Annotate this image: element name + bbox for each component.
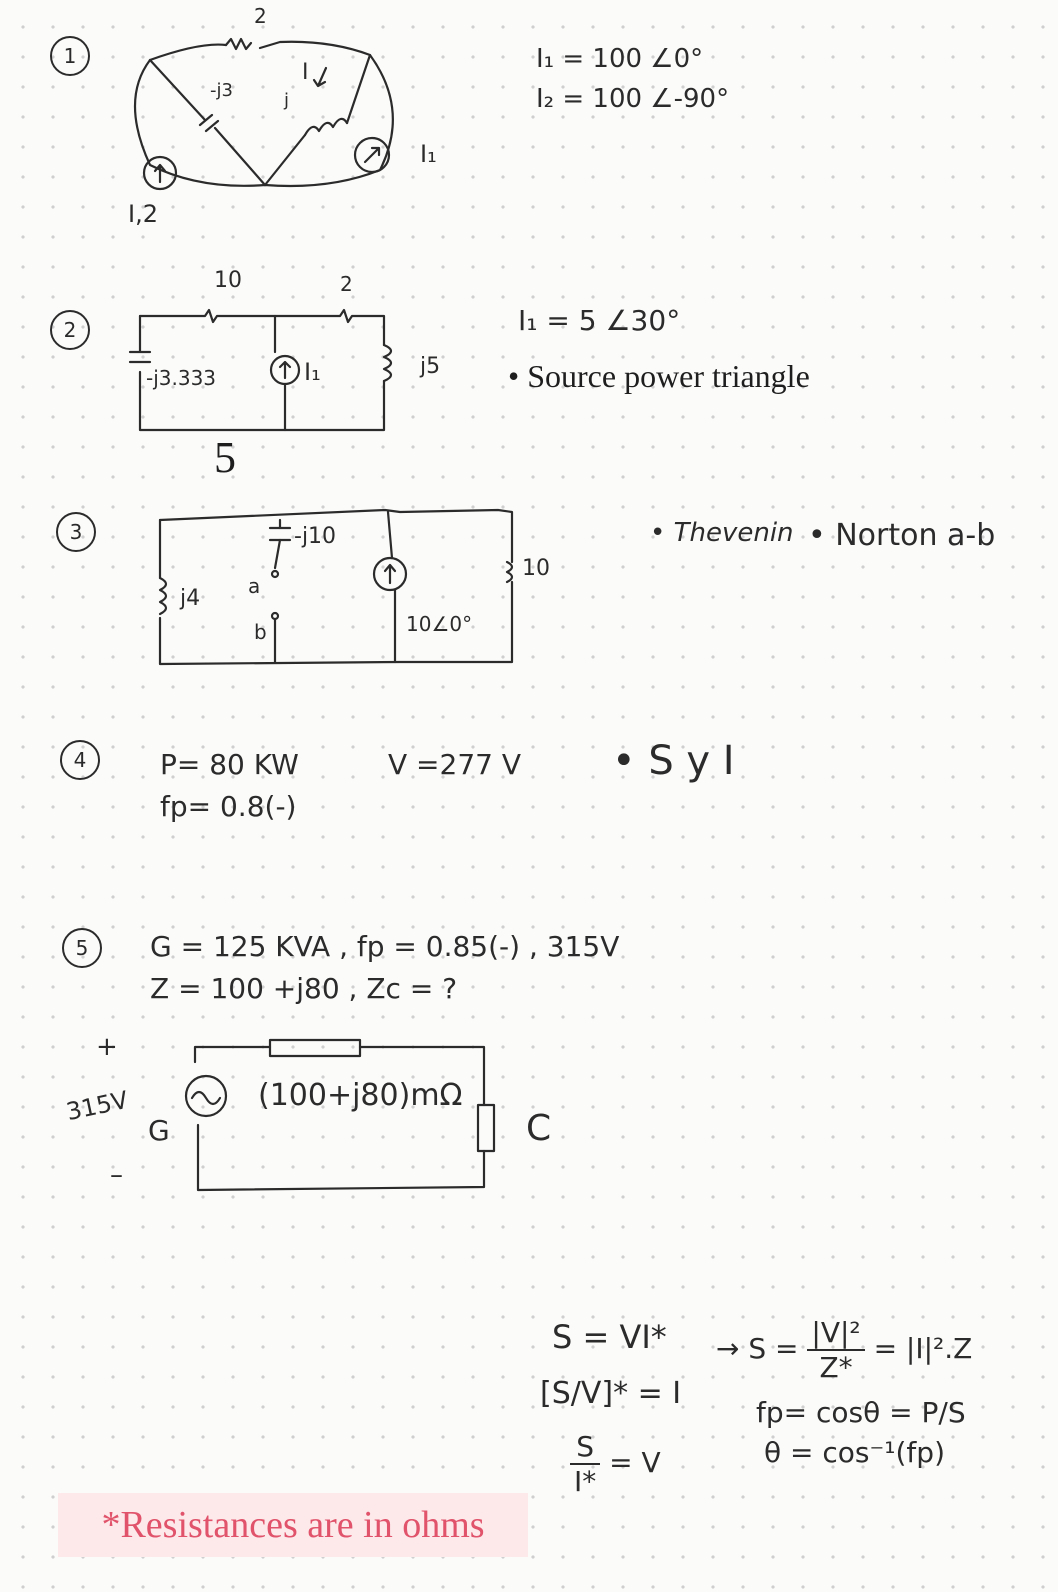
circuit-1 [135,39,393,189]
p2-bottom-resistor-label: 5 [214,433,236,482]
p3-node-b: b [254,620,267,644]
p5-generator-label: G [148,1114,170,1147]
formula-eq-v: = V [609,1446,661,1479]
p1-given-i2: I₂ = 100 ∠-90° [536,84,730,114]
formula-arrow: → S = [716,1332,799,1365]
formula-s-vi: S = VI* [552,1318,667,1356]
p3-task: Thevenin [650,518,794,548]
formula-den-z: Z* [819,1351,853,1384]
p1-current-label: I [302,60,309,85]
circuit-3 [160,510,512,664]
p1-inductor-label: j [284,90,290,111]
p1-resistor-label: 2 [254,4,267,28]
p5-capacitor-label: C [526,1108,552,1149]
formula-s-over-i: S I* = V [570,1430,661,1498]
p5-line1: G = 125 KVA , fp = 0.85(-) , 315V [150,930,620,963]
circuit-2 [130,310,391,430]
p2-task: Source power triangle [508,358,810,395]
p5-minus: – [110,1160,123,1190]
p4-voltage: V =277 V [388,748,522,781]
p3-inductor-label: j4 [180,586,201,611]
problem-number-4: 4 [60,740,100,780]
formula-fraction-v2-z: |V|² Z* [807,1316,865,1384]
circuit-5 [186,1040,494,1190]
formula-fraction-s-i: S I* [570,1430,601,1498]
formula-den-i: I* [574,1465,597,1498]
footnote-box: *Resistances are in ohms [58,1493,528,1557]
p3-source-label: 10∠0° [406,612,473,636]
formula-num-v2: |V|² [807,1316,865,1351]
p4-task: S y I [612,738,734,784]
current-source-i1 [355,138,389,172]
p4-pf: fp= 0.8(-) [160,790,297,823]
p2-capacitor-label: -j3.333 [146,366,217,390]
current-source-i2 [144,157,176,189]
footnote-text: *Resistances are in ohms [101,1504,485,1546]
p2-inductor-label: j5 [420,354,441,379]
p2-given: I₁ = 5 ∠30° [518,304,681,337]
p1-given-i1: I₁ = 100 ∠0° [536,44,704,74]
p1-source-i2-label: I,2 [128,200,158,228]
problem-number-2: 2 [50,310,90,350]
p2-resistor-2-label: 2 [340,272,353,296]
p1-capacitor-label: -j3 [210,80,233,101]
p2-source-label: I₁ [304,358,321,386]
formula-fp: fp= cosθ = P/S [756,1396,966,1429]
formula-num-s: S [570,1430,601,1465]
p1-source-i1-label: I₁ [420,140,437,168]
p3-task2: Norton a-b [808,518,995,553]
p2-resistor-10-label: 10 [214,268,242,293]
p3-capacitor-label: -j10 [294,524,337,549]
p5-plus: + [96,1032,118,1062]
p3-node-a: a [248,574,261,598]
p3-resistor-label: 10 [522,556,550,581]
formula-bracket: [S/V]* = I [540,1376,682,1411]
formula-s-v2-z: → S = |V|² Z* = |I|².Z [716,1316,972,1384]
p4-power: P= 80 KW [160,748,299,781]
problem-number-1: 1 [50,36,90,76]
p5-load-label: (100+j80)mΩ [258,1078,463,1113]
p5-line2: Z = 100 +j80 , Zc = ? [150,972,458,1005]
formula-eq-i2z: = |I|².Z [873,1332,973,1365]
problem-number-5: 5 [62,928,102,968]
formula-theta: θ = cos⁻¹(fp) [764,1436,945,1469]
problem-number-3: 3 [56,512,96,552]
